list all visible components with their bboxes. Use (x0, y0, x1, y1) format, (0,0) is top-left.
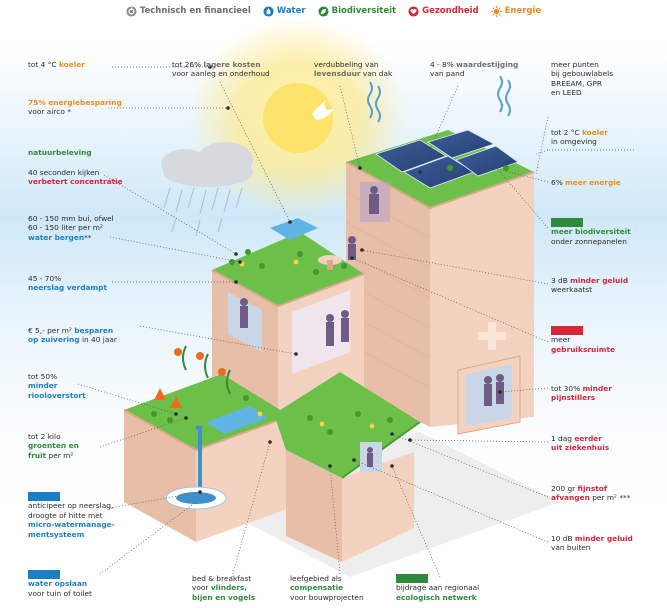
low-building (123, 345, 291, 542)
legend-item-energie: Energie (490, 5, 542, 17)
legend-label: Technisch en financieel (139, 6, 251, 16)
leader-lines (77, 66, 634, 578)
heart-icon (408, 5, 419, 17)
legend-label: Gezondheid (422, 6, 479, 16)
roof-water-basin (206, 406, 268, 434)
house-left-face (286, 450, 342, 562)
vegetables (154, 348, 226, 408)
bonus-badge: bonus: (28, 570, 61, 579)
green-roof-illustration (0, 22, 667, 578)
cooling-waves (367, 75, 511, 123)
bonus-badge: bonus: (551, 218, 584, 227)
legend-label: Biodiversiteit (331, 6, 397, 16)
legend-item-gezondheid: Gezondheid (408, 5, 479, 17)
sun-icon (490, 5, 502, 17)
solar-panels (375, 129, 519, 189)
legend-item-water: Water (263, 5, 306, 17)
label-natuurbeleving: natuurbeleving (28, 148, 92, 157)
legend: Technisch en financieel Water Biodiversi… (0, 0, 667, 22)
bird-icon (312, 100, 334, 120)
bonus-badge: bonus: (28, 492, 61, 501)
legend-item-technisch: Technisch en financieel (126, 5, 251, 17)
gear-icon (126, 5, 137, 17)
label-meer-energie: 6% meer energie (551, 178, 621, 187)
house-roof (274, 372, 420, 478)
rain-cloud (161, 142, 253, 237)
label-koeler: tot 4 °C koeler (28, 60, 85, 69)
legend-item-biodiversiteit: Biodiversiteit (318, 5, 397, 17)
label-neerslag-verdampt: 45 - 70%neerslag verdampt (28, 274, 107, 293)
label-bonus-watermanagement: bonus:anticipeer op neerslag,droogte of … (28, 492, 115, 539)
plants (151, 165, 509, 435)
sun (263, 83, 333, 153)
window-room (457, 355, 521, 435)
tower-left-face (346, 162, 430, 427)
legend-label: Water (276, 6, 306, 16)
droplet-icon (263, 5, 274, 17)
roof-pond (270, 218, 318, 240)
bonus-badge: bonus: (551, 326, 584, 335)
house-right-face (342, 452, 414, 562)
leaf-icon (318, 5, 329, 17)
bonus-badge: bonus: (396, 574, 429, 583)
legend-label: Energie (504, 6, 542, 16)
low-right-face (196, 416, 290, 542)
low-left-face (124, 410, 196, 542)
small-house (274, 372, 421, 562)
